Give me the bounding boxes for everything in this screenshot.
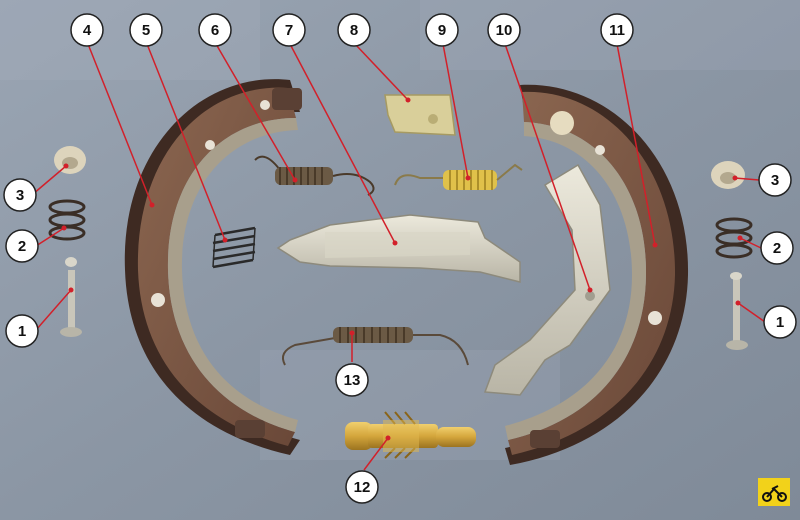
- svg-text:5: 5: [142, 22, 150, 39]
- callout-3-right: 3: [758, 163, 792, 197]
- motorcycle-icon: [758, 478, 790, 506]
- spring-cup-right: [711, 161, 745, 189]
- hold-down-spring-right: [715, 217, 753, 259]
- callout-2-right: 2: [760, 231, 794, 265]
- svg-text:8: 8: [350, 22, 358, 39]
- callout-13: 13: [335, 363, 369, 397]
- svg-text:1: 1: [776, 314, 784, 331]
- svg-text:3: 3: [16, 187, 24, 204]
- yellow-adjuster-spring: [394, 163, 523, 190]
- callout-10: 10: [487, 13, 521, 47]
- svg-text:2: 2: [18, 238, 26, 255]
- leader-lines: [32, 43, 766, 471]
- retaining-plate: [384, 94, 456, 136]
- svg-text:12: 12: [354, 479, 371, 496]
- hold-down-coil-spring: [212, 226, 256, 269]
- callout-4: 4: [70, 13, 104, 47]
- callout-8: 8: [337, 13, 371, 47]
- hold-down-pin-right: [726, 272, 748, 350]
- svg-text:10: 10: [496, 22, 513, 39]
- callout-11: 11: [600, 13, 634, 47]
- spring-cup-left: [54, 146, 86, 174]
- svg-text:1: 1: [18, 323, 26, 340]
- svg-text:4: 4: [83, 22, 92, 39]
- hold-down-spring-left: [48, 199, 86, 241]
- left-brake-shoe: [124, 79, 302, 455]
- svg-text:6: 6: [211, 22, 219, 39]
- callout-9: 9: [425, 13, 459, 47]
- callout-3-left: 3: [3, 178, 37, 212]
- callout-1-right: 1: [763, 305, 797, 339]
- svg-text:7: 7: [285, 22, 293, 39]
- parking-lever: [483, 163, 611, 396]
- callout-2-left: 2: [5, 229, 39, 263]
- retaining-plate-hole: [428, 114, 438, 124]
- hold-down-pin-left: [60, 257, 82, 337]
- leader-dots: [61, 97, 743, 441]
- callout-5: 5: [129, 13, 163, 47]
- parking-lever-hole: [585, 291, 595, 301]
- svg-text:3: 3: [771, 172, 779, 189]
- svg-text:13: 13: [344, 372, 361, 389]
- svg-text:9: 9: [438, 22, 446, 39]
- callout-7: 7: [272, 13, 306, 47]
- callout-6: 6: [198, 13, 232, 47]
- strut-bar-inner: [325, 232, 470, 258]
- callout-1-left: 1: [5, 314, 39, 348]
- callout-12: 12: [345, 470, 379, 504]
- svg-text:11: 11: [609, 22, 625, 39]
- svg-text:2: 2: [773, 240, 781, 257]
